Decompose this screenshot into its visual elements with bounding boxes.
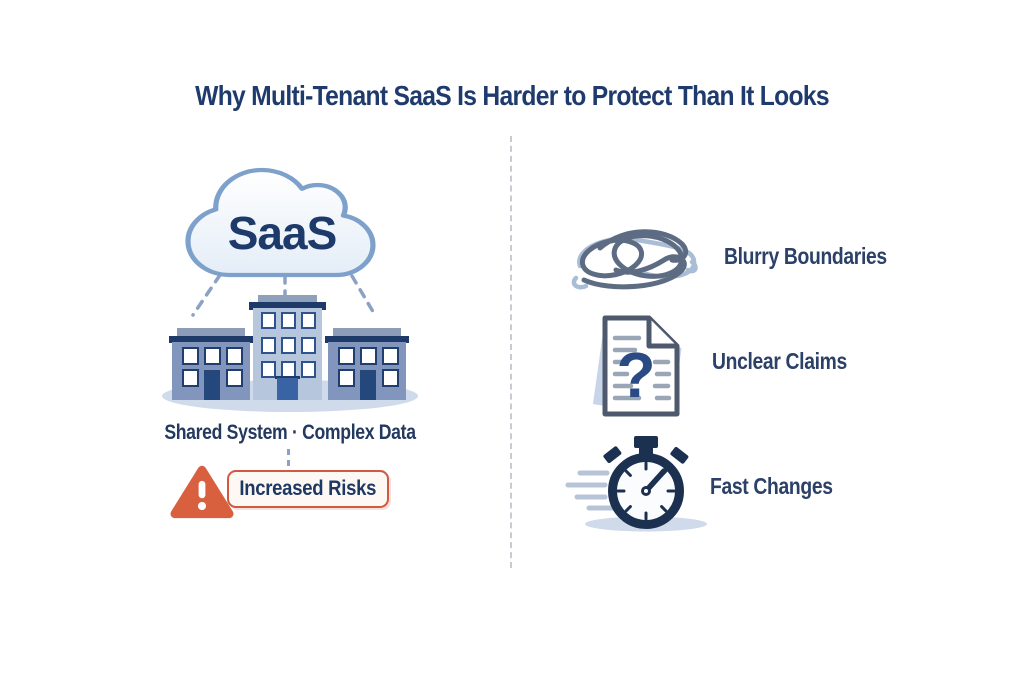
increased-risks-badge: Increased Risks <box>227 470 389 508</box>
cloud-label: SaaS <box>228 207 337 259</box>
left-tenant-building <box>169 328 253 400</box>
unclear-claims-label: Unclear Claims <box>712 348 847 374</box>
tangled-lines-icon <box>571 229 698 290</box>
saas-multi-tenant-illustration: SaaS <box>162 167 418 412</box>
warning-triangle-icon <box>170 465 234 519</box>
increased-risks-label: Increased Risks <box>239 477 377 500</box>
shared-system-caption: Shared System · Complex Data <box>164 421 416 444</box>
saas-cloud-icon: SaaS <box>185 167 376 278</box>
document-question-icon: ? <box>592 315 682 417</box>
blurry-boundaries-label: Blurry Boundaries <box>724 243 887 269</box>
right-tenant-building <box>325 328 409 400</box>
caption-risk-connector <box>287 449 290 466</box>
vertical-divider <box>510 136 512 568</box>
center-tenant-building <box>249 295 326 400</box>
question-mark-glyph: ? <box>616 339 655 411</box>
stopwatch-icon <box>565 436 707 532</box>
page-title: Why Multi-Tenant SaaS Is Harder to Prote… <box>195 80 829 111</box>
fast-changes-label: Fast Changes <box>710 473 833 499</box>
